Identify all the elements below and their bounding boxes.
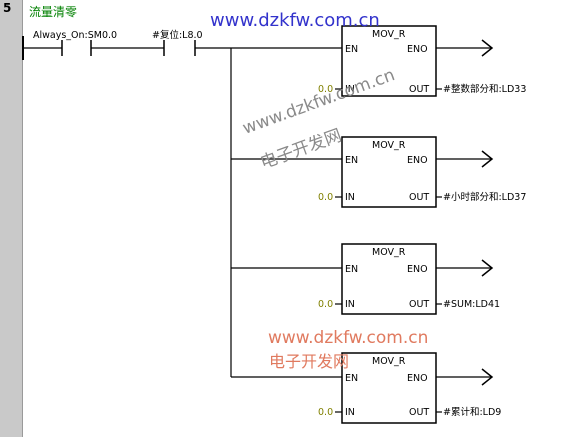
rung-gutter: 5 (0, 0, 23, 437)
contact-reset[interactable] (163, 40, 342, 56)
out-pin-label: OUT (409, 84, 430, 95)
en-pin-label: EN (345, 155, 359, 166)
eno-pin-label: ENO (407, 155, 428, 166)
mov-r-block-2[interactable] (335, 136, 494, 208)
in-value[interactable]: 0.0 (318, 407, 334, 418)
in-value[interactable]: 0.0 (318, 299, 334, 310)
en-pin-label: EN (345, 264, 359, 275)
eno-pin-label: ENO (407, 264, 428, 275)
rung-title[interactable]: 流量清零 (29, 5, 78, 19)
in-value[interactable]: 0.0 (318, 192, 334, 203)
out-pin-label: OUT (409, 192, 430, 203)
mov-r-block-4[interactable] (335, 352, 494, 424)
in-pin-label: IN (345, 192, 355, 203)
out-value[interactable]: #SUM:LD41 (443, 299, 501, 310)
out-pin-label: OUT (409, 407, 430, 418)
in-value[interactable]: 0.0 (318, 84, 334, 95)
block-title: MOV_R (372, 356, 406, 367)
block-title: MOV_R (372, 29, 406, 40)
block-title: MOV_R (372, 247, 406, 258)
out-value[interactable]: #整数部分和:LD33 (443, 84, 527, 95)
out-pin-label: OUT (409, 299, 430, 310)
mov-r-block-1[interactable] (335, 25, 494, 97)
block-title: MOV_R (372, 140, 406, 151)
in-pin-label: IN (345, 299, 355, 310)
rung-number: 5 (3, 1, 12, 15)
en-pin-label: EN (345, 373, 359, 384)
in-pin-label: IN (345, 407, 355, 418)
en-pin-label: EN (345, 44, 359, 55)
out-value[interactable]: #累计和:LD9 (443, 407, 502, 418)
eno-pin-label: ENO (407, 373, 428, 384)
contact-always-on[interactable] (23, 40, 164, 56)
contact-label-reset: #复位:L8.0 (152, 30, 203, 41)
in-pin-label: IN (345, 84, 355, 95)
eno-pin-label: ENO (407, 44, 428, 55)
contact-label-always-on: Always_On:SM0.0 (33, 30, 118, 41)
out-value[interactable]: #小时部分和:LD37 (443, 192, 527, 203)
mov-r-block-3[interactable] (335, 243, 494, 315)
